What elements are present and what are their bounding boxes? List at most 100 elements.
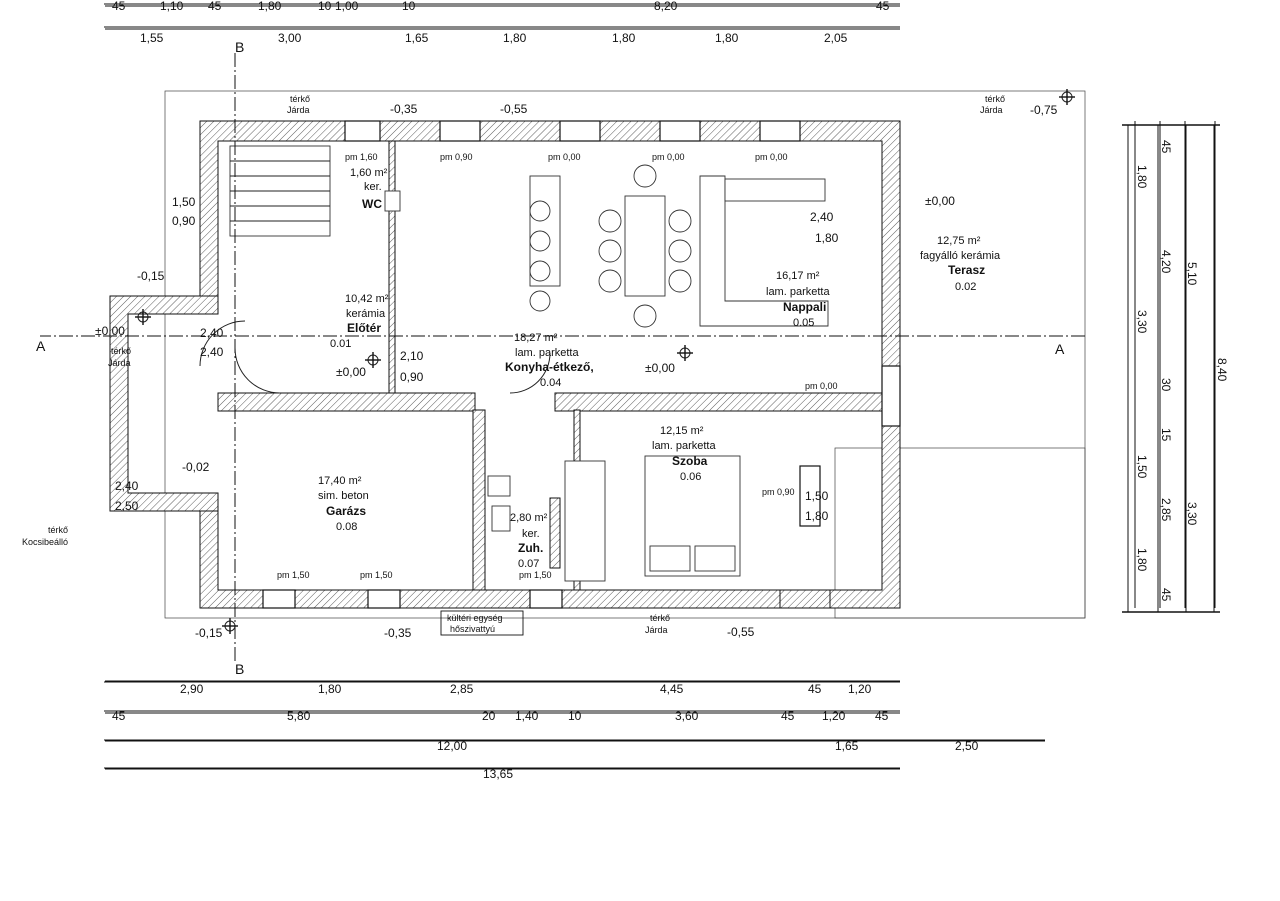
svg-text:-0,15: -0,15 [137, 269, 165, 283]
level-markers [135, 89, 1075, 634]
svg-text:pm 0,00: pm 0,00 [652, 152, 685, 162]
svg-text:1,50: 1,50 [172, 195, 196, 209]
svg-text:2,50: 2,50 [955, 739, 979, 753]
svg-text:1,60 m²: 1,60 m² [350, 167, 388, 179]
room-labels: 0.02 Terasz fagyálló kerámia 12,75 m² 0.… [318, 167, 1001, 570]
heat-pump-box [440, 610, 524, 636]
svg-text:lam. parketta: lam. parketta [515, 347, 579, 359]
svg-text:2,80 m²: 2,80 m² [510, 512, 548, 524]
svg-text:10: 10 [402, 0, 416, 13]
pillow-1 [694, 545, 736, 572]
dining-table [624, 195, 666, 297]
terrace-door-gap [881, 365, 901, 427]
left-wing-wall [109, 295, 219, 512]
svg-text:térkő: térkő [290, 94, 310, 104]
svg-text:45: 45 [112, 709, 126, 723]
svg-text:Garázs: Garázs [326, 504, 366, 518]
svg-text:2,40: 2,40 [115, 479, 139, 493]
wc-toilet [384, 190, 401, 212]
svg-text:1,80: 1,80 [612, 31, 636, 45]
svg-text:0.04: 0.04 [540, 377, 561, 389]
svg-text:0.01: 0.01 [330, 338, 351, 350]
room-terasz: 0.02 Terasz fagyálló kerámia 12,75 m² [920, 235, 1001, 293]
svg-text:45: 45 [808, 682, 822, 696]
svg-text:45: 45 [876, 0, 890, 13]
pillow-2 [649, 545, 691, 572]
room-garazs: 0.08 Garázs sim. beton 17,40 m² [318, 475, 369, 533]
svg-text:WC: WC [362, 197, 382, 211]
svg-text:10: 10 [568, 709, 582, 723]
bar-stools [529, 200, 551, 312]
partition-6 [549, 497, 561, 569]
partition-1 [554, 392, 883, 412]
svg-text:0.05: 0.05 [793, 317, 814, 329]
window-n5 [344, 120, 381, 142]
svg-text:Nappali: Nappali [783, 300, 826, 314]
svg-text:2,85: 2,85 [450, 682, 474, 696]
room-wc: WC ker. 1,60 m² [350, 167, 388, 211]
svg-text:pm 0,90: pm 0,90 [762, 487, 795, 497]
window-n1 [759, 120, 801, 142]
svg-text:1,00: 1,00 [335, 0, 359, 13]
svg-text:pm 0,00: pm 0,00 [548, 152, 581, 162]
door-swing-2 [509, 352, 551, 394]
washbasin [487, 475, 511, 497]
svg-text:0,90: 0,90 [172, 214, 196, 228]
svg-text:Járda: Járda [645, 625, 668, 635]
svg-text:4,45: 4,45 [660, 682, 684, 696]
window-n2 [659, 120, 701, 142]
svg-text:B: B [235, 661, 244, 677]
svg-text:15: 15 [1159, 428, 1173, 442]
svg-text:13,65: 13,65 [483, 767, 513, 781]
room-szoba: 0.06 Szoba lam. parketta 12,15 m² [652, 425, 716, 483]
svg-text:±0,00: ±0,00 [645, 361, 675, 375]
svg-text:2,50: 2,50 [115, 499, 139, 513]
svg-text:kerámia: kerámia [346, 308, 386, 320]
svg-text:3,30: 3,30 [1135, 310, 1149, 334]
garage-wing-wall [779, 589, 831, 609]
svg-text:2,40: 2,40 [200, 326, 224, 340]
right-dimension-labels: 45 1,80 4,20 30 15 1,50 2,85 1,80 45 3,3… [1135, 140, 1229, 602]
svg-text:-0,55: -0,55 [500, 102, 528, 116]
svg-text:3,30: 3,30 [1185, 502, 1199, 526]
svg-text:térkő: térkő [48, 525, 68, 535]
window-s2 [367, 589, 401, 609]
door-swing-3 [199, 320, 246, 367]
svg-text:pm 1,50: pm 1,50 [360, 570, 393, 580]
svg-text:hőszivattyú: hőszivattyú [450, 624, 495, 634]
svg-text:pm 0,90: pm 0,90 [440, 152, 473, 162]
svg-text:1,80: 1,80 [805, 509, 829, 523]
svg-text:-0,55: -0,55 [727, 625, 755, 639]
svg-text:1,80: 1,80 [1135, 548, 1149, 572]
window-s1 [529, 589, 563, 609]
svg-text:-0,35: -0,35 [384, 626, 412, 640]
svg-text:0.02: 0.02 [955, 281, 976, 293]
sofa [699, 175, 829, 327]
svg-text:térkő: térkő [650, 613, 670, 623]
svg-text:kültéri egység: kültéri egység [447, 613, 503, 623]
svg-text:1,55: 1,55 [140, 31, 164, 45]
site-labels: Járda térkő Járda térkő Járda térkő Járd… [22, 94, 1005, 636]
right-dimension-lines [1122, 124, 1220, 613]
svg-text:térkő: térkő [111, 346, 131, 356]
svg-text:pm 0,00: pm 0,00 [805, 381, 838, 391]
svg-text:1,80: 1,80 [715, 31, 739, 45]
window-n4 [439, 120, 481, 142]
svg-text:pm 1,60: pm 1,60 [345, 152, 378, 162]
room-nappali: 0.05 Nappali lam. parketta 16,17 m² [766, 270, 830, 329]
room-zuh: 0.07 Zuh. ker. 2,80 m² [510, 512, 548, 570]
svg-text:1,50: 1,50 [1135, 455, 1149, 479]
svg-text:3,00: 3,00 [278, 31, 302, 45]
sofa-back [724, 178, 826, 202]
svg-text:1,50: 1,50 [805, 489, 829, 503]
room-eloter: 0.01 Előtér kerámia 10,42 m² [330, 293, 389, 350]
svg-text:±0,00: ±0,00 [95, 324, 125, 338]
svg-text:8,20: 8,20 [654, 0, 678, 13]
svg-text:pm 1,50: pm 1,50 [277, 570, 310, 580]
svg-text:1,40: 1,40 [515, 709, 539, 723]
svg-text:Járda: Járda [980, 105, 1003, 115]
window-s3 [262, 589, 296, 609]
partition-5 [388, 140, 396, 394]
svg-text:-0,75: -0,75 [1030, 103, 1058, 117]
